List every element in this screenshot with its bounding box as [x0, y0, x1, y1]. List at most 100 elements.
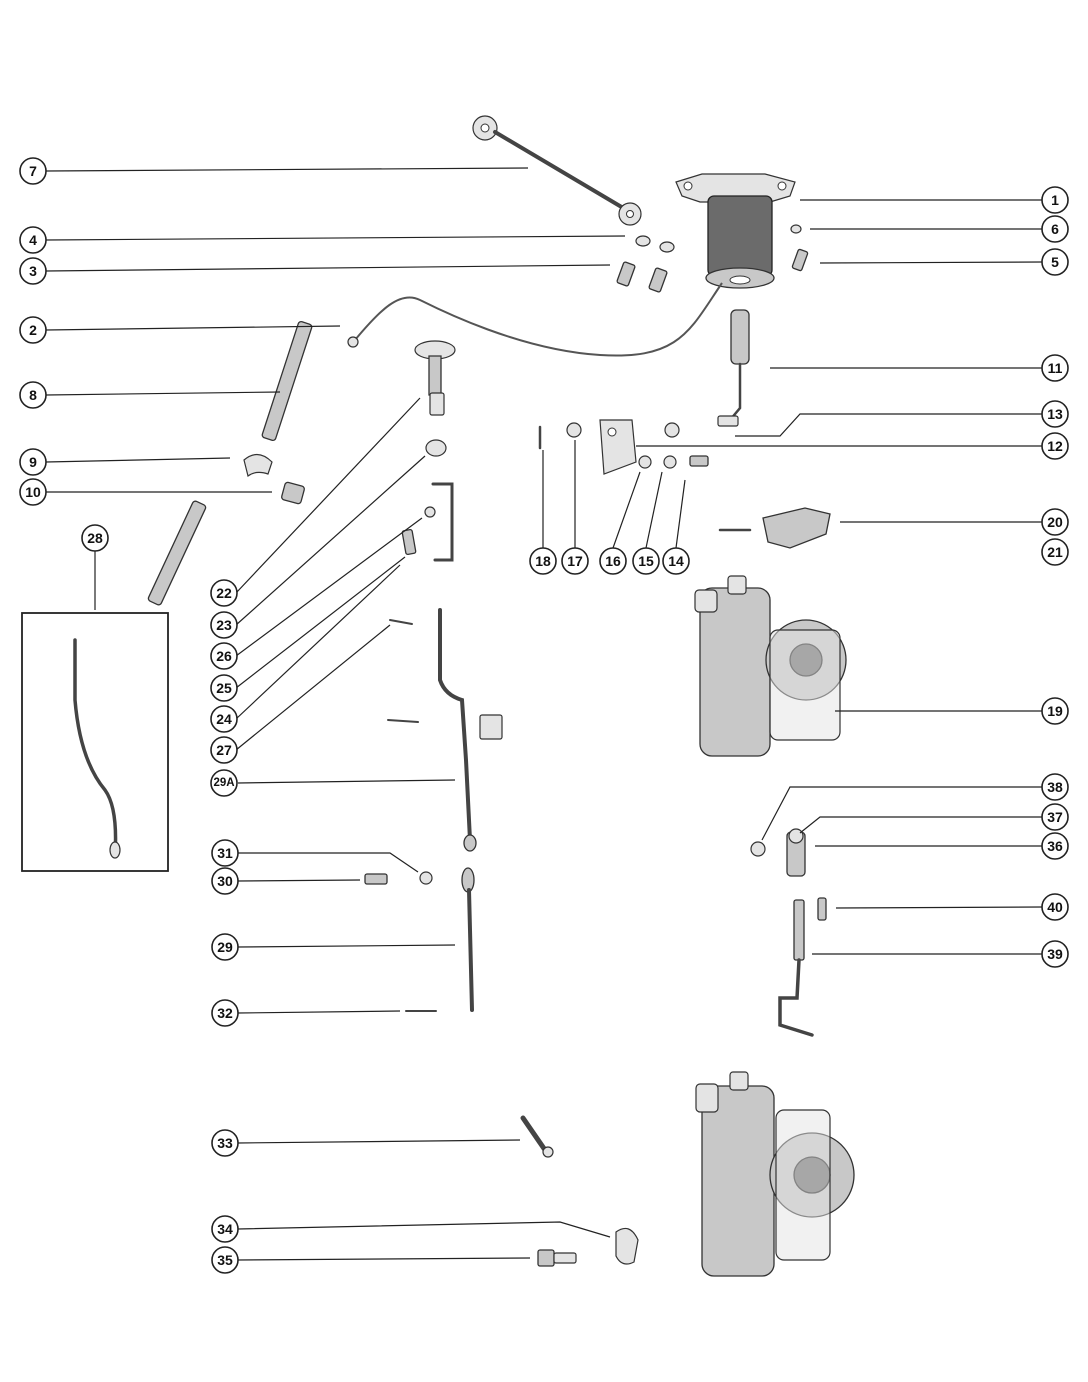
callout-16: 16: [599, 547, 627, 575]
callout-33: 33: [211, 1129, 239, 1157]
svg-text:30: 30: [217, 873, 233, 889]
svg-text:36: 36: [1047, 838, 1063, 854]
part-washer-38: [750, 841, 766, 857]
callout-8: 8: [19, 381, 47, 409]
svg-text:24: 24: [216, 711, 232, 727]
svg-text:37: 37: [1047, 809, 1063, 825]
part-e-ring: [424, 506, 436, 518]
svg-text:8: 8: [29, 387, 37, 403]
svg-text:33: 33: [217, 1135, 233, 1151]
part-washer-17: [566, 422, 582, 438]
part-small-pin: [387, 719, 419, 723]
part-washers: [635, 235, 675, 253]
callout-37: 37: [1041, 803, 1069, 831]
callout-24: 24: [210, 705, 238, 733]
svg-text:15: 15: [638, 553, 654, 569]
part-screws: [616, 261, 668, 293]
svg-text:4: 4: [29, 232, 37, 248]
inset-rod-end: [109, 841, 121, 859]
callout-17: 17: [561, 547, 589, 575]
part-float-34: [615, 1227, 639, 1265]
part-carburetor-lower: [695, 1071, 855, 1277]
part-bracket: [431, 482, 454, 562]
part-screw-right: [791, 248, 809, 272]
callout-21: 21: [1041, 538, 1069, 566]
callout-15: 15: [632, 547, 660, 575]
part-nut: [281, 481, 305, 505]
svg-text:9: 9: [29, 454, 37, 470]
svg-text:29A: 29A: [213, 777, 234, 789]
svg-text:32: 32: [217, 1005, 233, 1021]
callout-12: 12: [1041, 432, 1069, 460]
svg-text:23: 23: [216, 617, 232, 633]
svg-text:12: 12: [1047, 438, 1063, 454]
part-screw-40: [817, 897, 827, 921]
callout-32: 32: [211, 999, 239, 1027]
svg-text:16: 16: [605, 553, 621, 569]
svg-text:29: 29: [217, 939, 233, 955]
svg-text:2: 2: [29, 322, 37, 338]
part-plate-hole: [607, 427, 617, 437]
part-lockwasher: [790, 224, 802, 234]
svg-text:5: 5: [1051, 254, 1059, 270]
callout-4: 4: [19, 226, 47, 254]
part-sleeve-lower: [147, 500, 207, 606]
part-screw-30: [364, 873, 388, 885]
callout-34: 34: [211, 1215, 239, 1243]
svg-text:10: 10: [25, 484, 41, 500]
callout-3: 3: [19, 257, 47, 285]
callout-2: 2: [19, 316, 47, 344]
svg-text:1: 1: [1051, 192, 1059, 208]
callout-26: 26: [210, 642, 238, 670]
svg-text:28: 28: [87, 530, 103, 546]
part-screw-14: [689, 455, 709, 467]
svg-text:11: 11: [1048, 360, 1063, 376]
callout-36: 36: [1041, 832, 1069, 860]
callout-6: 6: [1041, 215, 1069, 243]
callout-19: 19: [1041, 697, 1069, 725]
part-link-rod: [461, 867, 475, 1012]
svg-text:31: 31: [217, 845, 233, 861]
callout-28: 28: [81, 524, 109, 552]
part-plunger: [717, 309, 750, 427]
part-valve-35: [537, 1249, 577, 1267]
svg-text:35: 35: [217, 1252, 233, 1268]
svg-text:7: 7: [29, 163, 37, 179]
part-nut-31: [419, 871, 433, 885]
part-sleeve-upper: [261, 320, 313, 442]
callout-20: 20: [1041, 508, 1069, 536]
svg-text:14: 14: [668, 553, 684, 569]
part-plate-12: [599, 419, 637, 475]
part-wire-lead: [347, 282, 723, 357]
part-washer-16: [638, 455, 652, 469]
inset-rod: [73, 638, 118, 857]
callout-29A: 29A: [210, 769, 238, 797]
callout-40: 40: [1041, 893, 1069, 921]
callout-29: 29: [211, 933, 239, 961]
part-spring-33: [520, 1115, 554, 1158]
part-fitting-36: [786, 828, 806, 877]
part-clip: [243, 453, 273, 478]
part-carburetor-upper: [694, 575, 847, 757]
part-knob: [414, 340, 456, 416]
callout-7: 7: [19, 157, 47, 185]
svg-text:6: 6: [1051, 221, 1059, 237]
part-washer-15: [663, 455, 677, 469]
svg-text:27: 27: [216, 742, 232, 758]
part-link-arm: [472, 115, 642, 226]
part-solenoid: [675, 173, 796, 289]
part-cotter-pin: [389, 619, 413, 625]
svg-text:21: 21: [1047, 544, 1063, 560]
callout-10: 10: [19, 478, 47, 506]
part-grommet: [425, 439, 447, 457]
callout-23: 23: [210, 611, 238, 639]
part-choke-rod: [438, 608, 503, 852]
part-clamp: [718, 507, 831, 549]
svg-text:22: 22: [216, 585, 232, 601]
callout-22: 22: [210, 579, 238, 607]
callout-14: 14: [662, 547, 690, 575]
callout-39: 39: [1041, 940, 1069, 968]
callout-27: 27: [210, 736, 238, 764]
callout-30: 30: [211, 867, 239, 895]
